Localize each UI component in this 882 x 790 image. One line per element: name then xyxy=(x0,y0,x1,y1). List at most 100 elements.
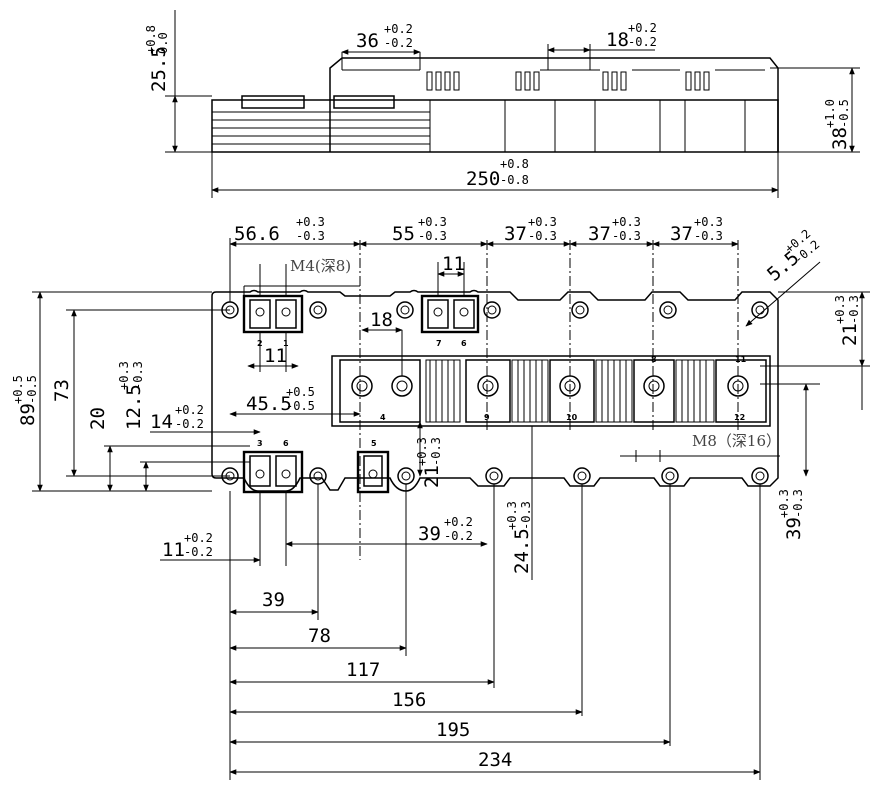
centerlines xyxy=(359,240,739,560)
terminal-width-tol-plus: +0.2 xyxy=(384,22,413,36)
total-height-tol-plus: +1.0 xyxy=(823,99,837,128)
top-view: 2 1 7 6 3 6 5 4 9 10 12 8 11 xyxy=(211,240,779,560)
dim-39-tol-minus: -0.2 xyxy=(444,529,473,543)
side-terminal-b xyxy=(333,95,395,109)
left-dimensions: 89 +0.5 -0.5 73 20 12.5 +0.3 -0.3 14 +0.… xyxy=(11,291,361,492)
top-dim-3-tol-minus: -0.3 xyxy=(528,229,557,243)
total-height-tol-minus: -0.5 xyxy=(837,99,851,128)
terminal-gap-tol-minus: -0.2 xyxy=(628,35,657,49)
dim-45-5-value: 45.5 xyxy=(246,393,292,415)
dim-14-value: 14 xyxy=(150,411,173,433)
right-39-value: 39 xyxy=(783,517,805,540)
mid-21-tol-plus: +0.3 xyxy=(415,437,429,466)
pin-label-11: 11 xyxy=(735,355,747,364)
m8-thread-note: M8（深16） xyxy=(692,432,781,450)
pin-label-3: 3 xyxy=(257,439,263,448)
aux-terminal-top-mid xyxy=(420,294,480,334)
dim-39-tol-value: 39 xyxy=(418,523,441,545)
length-tol-plus: +0.8 xyxy=(500,157,529,171)
top-dim-5-tol-minus: -0.3 xyxy=(694,229,723,243)
dim-78: 78 xyxy=(308,625,331,647)
top-dim-5-value: 37 xyxy=(670,223,693,245)
dim-12-5-tol-plus: +0.3 xyxy=(117,361,131,390)
pin-label-10: 10 xyxy=(566,413,578,422)
top-dim-4-tol-plus: +0.3 xyxy=(612,215,641,229)
top-dim-3-tol-plus: +0.3 xyxy=(528,215,557,229)
pin-label-12: 12 xyxy=(734,413,745,422)
pin-label-6a: 6 xyxy=(461,339,467,348)
dim-45-5-tol-minus: -0.5 xyxy=(286,399,315,413)
dim-39-tol-plus: +0.2 xyxy=(444,515,473,529)
side-height-tol-minus: 0.0 xyxy=(156,32,170,54)
pin-label-7: 7 xyxy=(436,339,442,348)
side-body xyxy=(329,57,779,152)
dim-234: 234 xyxy=(478,749,512,771)
dim-20: 20 xyxy=(87,407,109,430)
pin-label-6b: 6 xyxy=(283,439,289,448)
top-dim-1-tol-minus: -0.3 xyxy=(296,229,325,243)
bottom-mounting-holes xyxy=(221,467,769,485)
width-value: 89 xyxy=(17,403,39,426)
terminal-width-value: 36 xyxy=(356,30,379,52)
pin-label-8: 8 xyxy=(651,355,657,364)
side-view: 25.5 +0.8 0.0 36 +0.2 -0.2 18 +0.2 -0.2 … xyxy=(144,10,860,198)
side-laminations xyxy=(212,111,430,145)
dim-14-tol-plus: +0.2 xyxy=(175,403,204,417)
top-dim-5-tol-plus: +0.3 xyxy=(694,215,723,229)
dim-12-5-value: 12.5 xyxy=(123,384,145,430)
dim-45-5-tol-plus: +0.5 xyxy=(286,385,315,399)
terminal-gap-value: 18 xyxy=(606,29,629,51)
aux-terminal-bottom-mid xyxy=(356,450,390,494)
right-39-tol-plus: +0.3 xyxy=(777,489,791,518)
dim-18: 18 xyxy=(370,309,393,331)
top-dim-4-tol-minus: -0.3 xyxy=(612,229,641,243)
top-dim-2-value: 55 xyxy=(392,223,415,245)
top-dim-1-tol-plus: +0.3 xyxy=(296,215,325,229)
dim-39: 39 xyxy=(262,589,285,611)
dim-156: 156 xyxy=(392,689,426,711)
top-dim-2-tol-plus: +0.3 xyxy=(418,215,447,229)
right-21-tol-plus: +0.3 xyxy=(833,295,847,324)
right-21-tol-minus: -0.3 xyxy=(847,295,861,324)
dim-24-5-tol-minus: -0.3 xyxy=(519,501,533,530)
top-dim-2-tol-minus: -0.3 xyxy=(418,229,447,243)
m4-thread-note: M4(深8) xyxy=(290,257,351,275)
dim-14-tol-minus: -0.2 xyxy=(175,417,204,431)
length-value: 250 xyxy=(466,168,500,190)
width-tol-minus: -0.5 xyxy=(25,375,39,404)
side-terminal-a xyxy=(241,95,305,109)
top-dimensions: 56.6 +0.3 -0.3 55 +0.3 -0.3 37 +0.3 -0.3… xyxy=(229,215,870,462)
power-terminal-4 xyxy=(633,359,675,423)
terminal-width-tol-minus: -0.2 xyxy=(384,36,413,50)
side-height-value: 25.5 xyxy=(148,46,170,92)
dim-11-bottom-value: 11 xyxy=(162,539,185,561)
pin-label-5: 5 xyxy=(371,439,377,448)
aux-terminal-bottom-left xyxy=(242,450,304,494)
mid-21-tol-minus: -0.3 xyxy=(429,437,443,466)
power-terminal-strip xyxy=(331,355,771,427)
aux-terminal-top-left xyxy=(242,294,304,334)
pin-label-9: 9 xyxy=(484,413,490,422)
pin-label-4: 4 xyxy=(380,413,386,422)
mid-21-value: 21 xyxy=(421,465,443,488)
dim-24-5-tol-plus: +0.3 xyxy=(505,501,519,530)
terminal-gap-tol-plus: +0.2 xyxy=(628,21,657,35)
top-dim-4-value: 37 xyxy=(588,223,611,245)
top-dim-3-value: 37 xyxy=(504,223,527,245)
dim-11-top-mid: 11 xyxy=(442,253,465,275)
dim-12-5-tol-minus: -0.3 xyxy=(131,361,145,390)
dim-11-top-left: 11 xyxy=(264,345,287,367)
power-terminal-fins-1 xyxy=(425,359,461,423)
side-height-tol-plus: +0.8 xyxy=(144,25,158,54)
power-terminal-2 xyxy=(465,359,511,423)
dim-11-bottom-tol-minus: -0.2 xyxy=(184,545,213,559)
right-39-tol-minus: -0.3 xyxy=(791,489,805,518)
right-21-value: 21 xyxy=(839,323,861,346)
dim-11-bottom-tol-plus: +0.2 xyxy=(184,531,213,545)
length-tol-minus: -0.8 xyxy=(500,173,529,187)
bottom-dimensions: 39 78 117 156 195 234 xyxy=(229,484,761,780)
dim-117: 117 xyxy=(346,659,380,681)
top-mounting-holes xyxy=(221,301,769,319)
